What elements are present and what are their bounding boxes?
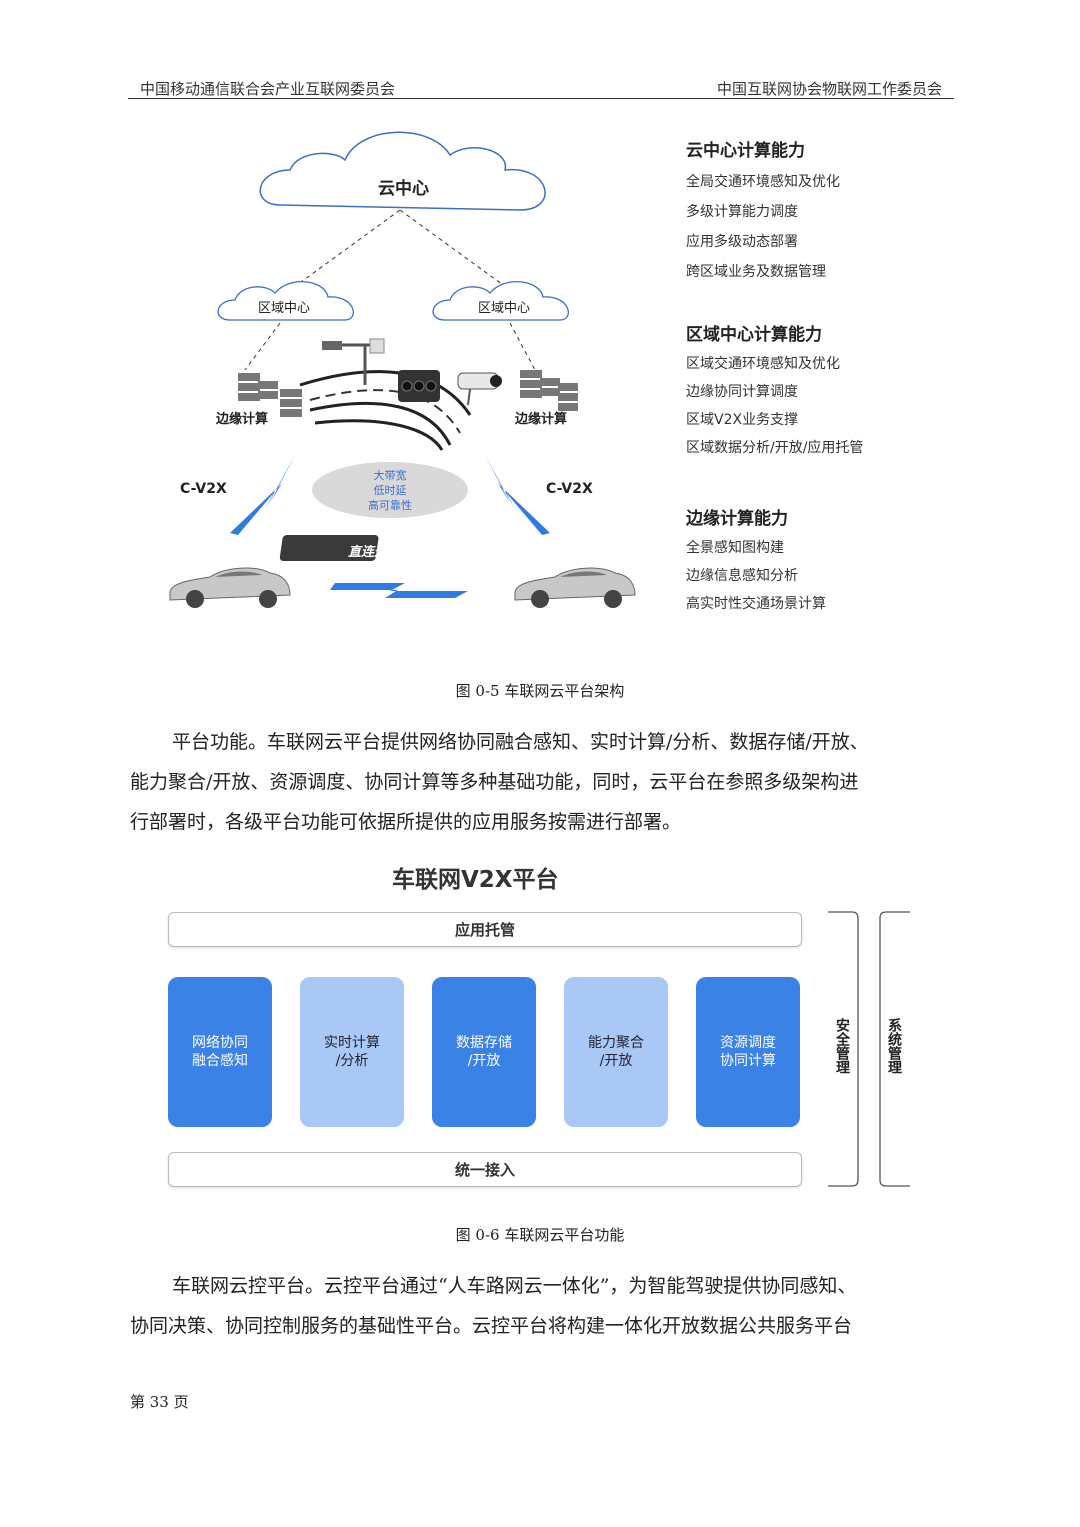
cloud-center-label: 云中心: [378, 179, 429, 199]
ellipse-line: 大带宽: [373, 469, 407, 482]
server-rack-left-icon: [238, 373, 302, 417]
capability-title: 云中心计算能力: [686, 141, 805, 161]
box-line: 协同计算: [720, 1053, 776, 1069]
architecture-diagram: [169, 131, 636, 608]
road-shape: [299, 370, 472, 451]
capability-title: 区域中心计算能力: [686, 325, 822, 345]
function-box-aggregation: 能力聚合/开放: [564, 977, 668, 1127]
paragraph-line: 行部署时，各级平台功能可依据所提供的应用服务按需进行部署。: [130, 811, 682, 833]
capability-title: 边缘计算能力: [686, 509, 788, 529]
function-box-scheduling: 资源调度协同计算: [696, 977, 800, 1127]
direct-comm-badge: [279, 535, 379, 561]
box-line: 能力聚合: [588, 1035, 644, 1051]
camera-icon: [457, 372, 502, 406]
figure2-caption: 图 0-6 车联网云平台功能: [455, 1226, 625, 1244]
capability-item: 应用多级动态部署: [686, 234, 798, 250]
edge-right-label: 边缘计算: [515, 412, 568, 427]
box-line: 实时计算: [324, 1035, 380, 1051]
header-rule: [128, 98, 954, 99]
capability-group-edge: 边缘计算能力 全景感知图构建 边缘信息感知分析 高实时性交通场景计算: [686, 504, 826, 613]
paragraph-line: 车联网云控平台。云控平台通过“人车路网云一体化”，为智能驾驶提供协同感知、: [172, 1275, 857, 1297]
capability-group-cloud: 云中心计算能力 全局交通环境感知及优化 多级计算能力调度 应用多级动态部署 跨区…: [686, 136, 840, 281]
figure1-caption: 图 0-5 车联网云平台架构: [455, 682, 625, 700]
server-rack-right-icon: [520, 370, 578, 411]
ellipse-line: 高可靠性: [368, 499, 412, 512]
region-cloud-left-shape: [217, 281, 354, 321]
box-line: 融合感知: [192, 1053, 248, 1069]
edge-left-label: 边缘计算: [216, 412, 269, 427]
paragraph-line: 能力聚合/开放、资源调度、协同计算等多种基础功能，同时，云平台在参照多级架构进: [130, 771, 859, 793]
capability-item: 全局交通环境感知及优化: [686, 174, 840, 190]
app-hosting-bar: 应用托管: [168, 912, 802, 947]
region-center-right-label: 区域中心: [478, 301, 531, 316]
box-line: /分析: [335, 1053, 369, 1069]
paragraph-1: 平台功能。车联网云平台提供网络协同融合感知、实时计算/分析、数据存储/开放、 能…: [130, 722, 970, 842]
cv2x-left-label: C-V2X: [180, 481, 227, 497]
capability-item: 边缘协同计算调度: [686, 384, 798, 400]
page-number: 第 33 页: [130, 1393, 189, 1411]
car-left-icon: [169, 567, 291, 608]
region-cloud-right-shape: [432, 281, 569, 321]
cv2x-right-label: C-V2X: [546, 481, 593, 497]
function-box-compute: 实时计算/分析: [300, 977, 404, 1127]
box-line: 资源调度: [720, 1035, 776, 1051]
car-right-icon: [514, 567, 636, 608]
lightning-left-icon: [230, 455, 295, 535]
capability-item: 全景感知图构建: [686, 540, 784, 556]
box-line: /开放: [467, 1053, 501, 1069]
lightning-bottom-icon: [330, 583, 468, 598]
box-line: /开放: [599, 1053, 633, 1069]
ellipse-text: 大带宽 低时延 高可靠性: [340, 468, 440, 513]
network-quality-ellipse: [312, 462, 468, 518]
ellipse-line: 低时延: [373, 484, 407, 497]
capability-item: 多级计算能力调度: [686, 204, 798, 220]
street-lamp-icon: [322, 341, 342, 350]
box-line: 网络协同: [192, 1035, 248, 1051]
capability-item: 边缘信息感知分析: [686, 568, 798, 584]
system-management-label: 系统管理: [886, 1018, 902, 1074]
unified-access-bar: 统一接入: [168, 1152, 802, 1187]
security-management-label: 安全管理: [834, 1018, 850, 1074]
side-brackets: [828, 911, 910, 1187]
header-right: 中国互联网协会物联网工作委员会: [716, 80, 942, 98]
capability-item: 区域数据分析/开放/应用托管: [686, 440, 864, 456]
region-center-left-label: 区域中心: [258, 301, 311, 316]
paragraph-line: 平台功能。车联网云平台提供网络协同融合感知、实时计算/分析、数据存储/开放、: [172, 731, 869, 753]
capability-item: 跨区域业务及数据管理: [686, 264, 826, 280]
lightning-right-icon: [485, 455, 550, 535]
figure2-title: 车联网V2X平台: [392, 867, 559, 893]
paragraph-2: 车联网云控平台。云控平台通过“人车路网云一体化”，为智能驾驶提供协同感知、 协同…: [130, 1266, 970, 1346]
paragraph-line: 协同决策、协同控制服务的基础性平台。云控平台将构建一体化开放数据公共服务平台: [130, 1315, 853, 1337]
header-left: 中国移动通信联合会产业互联网委员会: [140, 80, 396, 98]
function-box-sensing: 网络协同融合感知: [168, 977, 272, 1127]
function-box-storage: 数据存储/开放: [432, 977, 536, 1127]
box-line: 数据存储: [456, 1035, 512, 1051]
capability-group-region: 区域中心计算能力 区域交通环境感知及优化 边缘协同计算调度 区域V2X业务支撑 …: [686, 320, 863, 457]
cloud-center-shape: [259, 131, 546, 211]
direct-comm-label: 直连通信: [348, 545, 401, 560]
capability-item: 区域交通环境感知及优化: [686, 356, 840, 372]
capability-item: 区域V2X业务支撑: [686, 412, 799, 428]
capability-item: 高实时性交通场景计算: [686, 596, 826, 612]
